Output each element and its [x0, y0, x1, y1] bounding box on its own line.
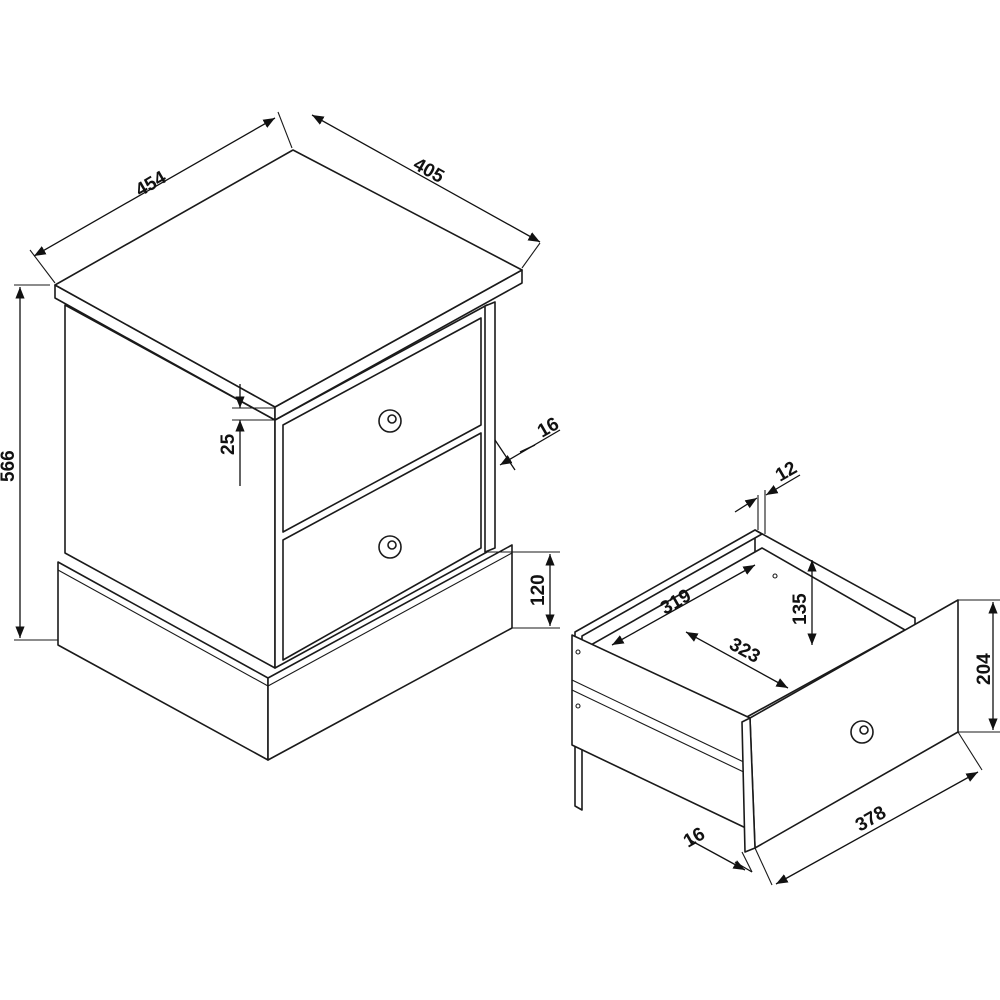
dim-label-16-side: 16: [534, 414, 563, 443]
dim-label-25: 25: [218, 433, 239, 455]
dim-label-204: 204: [974, 653, 995, 685]
dim-label-120: 120: [528, 574, 549, 606]
plinth-moulding: [57, 552, 513, 687]
knob-icon: [850, 720, 874, 744]
cabinet-front-stile: [484, 301, 496, 553]
knob-icon: [378, 535, 402, 559]
knob-icon: [378, 409, 402, 433]
drawer: [571, 529, 959, 853]
drawer-runner-groove: [571, 679, 751, 776]
dim-label-378: 378: [852, 802, 890, 836]
cabinet: [54, 149, 523, 761]
dim-label-566: 566: [0, 450, 19, 482]
dim-label-135: 135: [790, 593, 811, 625]
dim-label-405: 405: [410, 154, 448, 188]
dimension-lines: [14, 111, 1000, 886]
dim-label-12: 12: [772, 458, 801, 487]
